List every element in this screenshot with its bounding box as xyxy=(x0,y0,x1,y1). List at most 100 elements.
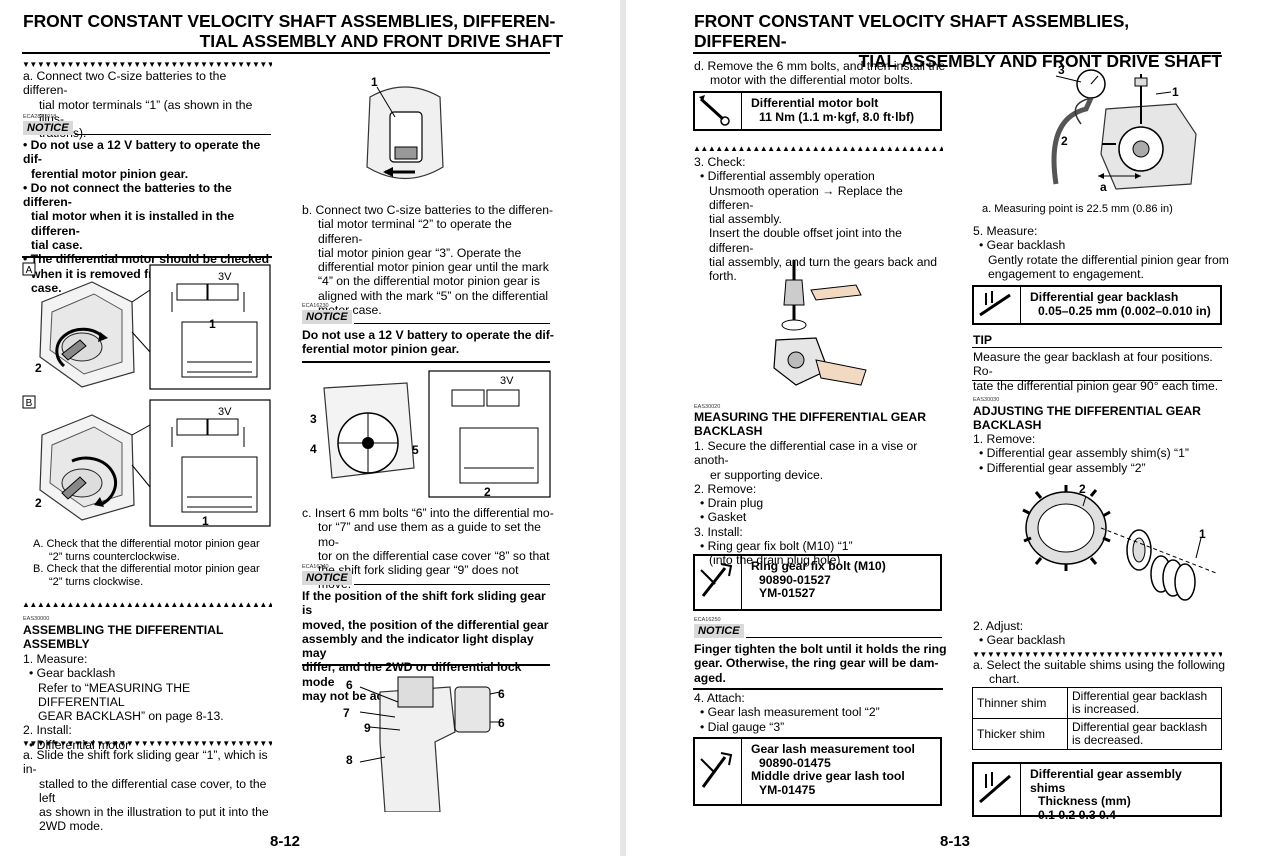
table-row: Thinner shim Differential gear backlash … xyxy=(972,687,1222,719)
spec-text: Differential gear backlash 0.05–0.25 mm … xyxy=(1030,290,1211,318)
callout-3: 3 xyxy=(1058,64,1065,77)
callout-1: 1 xyxy=(209,317,216,331)
ref-code: ECA16240 xyxy=(302,564,329,570)
spec-line: 90890-01475 xyxy=(759,755,831,770)
step-line: c. Insert 6 mm bolts “6” into the differ… xyxy=(302,506,554,520)
motor-diagram-b: B 3V 1 2 xyxy=(22,395,271,528)
step-line: tor “7” and use them as a guide to set t… xyxy=(318,520,541,549)
step-line: 2. Adjust: xyxy=(973,619,1024,633)
caption-b: “2” turns clockwise. xyxy=(49,575,144,588)
callout-4: 4 xyxy=(310,442,317,456)
ref-code: ECA28P1018 xyxy=(23,114,57,120)
notice-header: NOTICE xyxy=(694,624,942,638)
step-line: 1. Measure: xyxy=(23,652,88,666)
step-line: 3. Check: xyxy=(694,155,746,169)
spec-line: 90890-01527 xyxy=(759,572,831,587)
callout-3: 3 xyxy=(310,412,317,426)
step-line: 1. Secure the differential case in a vis… xyxy=(694,439,918,468)
callout-9: 9 xyxy=(364,721,371,735)
callout-2: 2 xyxy=(35,361,42,375)
notice-line: tial motor when it is installed in the d… xyxy=(31,209,235,238)
step-line: chart. xyxy=(989,672,1020,687)
callout-2: 2 xyxy=(1061,134,1068,148)
callout-6: 6 xyxy=(498,687,505,701)
notice-end-rule xyxy=(22,256,272,258)
section-title-adjusting: ADJUSTING THE DIFFERENTIAL GEAR BACKLASH xyxy=(973,404,1233,433)
special-tool-icon xyxy=(695,739,742,804)
check-step: 3. Check: • Differential assembly operat… xyxy=(694,155,949,284)
notice-label: NOTICE xyxy=(23,121,73,135)
step-line: • Ring gear fix bolt (M10) “1” xyxy=(700,539,853,554)
notice-text: Do not use a 12 V battery to operate the… xyxy=(302,328,554,357)
callout-2: 2 xyxy=(35,496,42,510)
notice-line: case. xyxy=(31,280,62,295)
procedure-triangles: ▼▼▼▼▼▼▼▼▼▼▼▼▼▼▼▼▼▼▼▼▼▼▼▼▼▼▼▼▼▼▼▼▼▼▼▼ xyxy=(22,739,272,748)
step-line: 4. Attach: xyxy=(694,691,745,705)
measuring-point-caption: a. Measuring point is 22.5 mm (0.86 in) xyxy=(982,203,1173,215)
step-line: Insert the double offset joint into the … xyxy=(709,226,902,255)
notice-line: Do not use a 12 V battery to operate the… xyxy=(302,328,554,342)
step-d: d. Remove the 6 mm bolts, and then insta… xyxy=(694,59,949,88)
step-line: 5. Measure: xyxy=(973,224,1038,238)
table-cell: Thicker shim xyxy=(972,718,1068,750)
step-line: • Gasket xyxy=(700,510,747,525)
section-title-measuring: MEASURING THE DIFFERENTIAL GEAR BACKLASH xyxy=(694,410,949,439)
procedure-end-triangles: ▲▲▲▲▲▲▲▲▲▲▲▲▲▲▲▲▲▲▲▲▲▲▲▲▲▲▲▲▲▲▲▲▲▲▲▲ xyxy=(693,144,943,153)
select-step: a. Select the suitable shims using the f… xyxy=(973,658,1233,687)
caliper-icon xyxy=(974,287,1021,323)
dial-gauge-diagram: 3 1 2 a xyxy=(1051,63,1197,194)
notice-end-rule xyxy=(693,688,943,690)
figure-motor-install: 6 7 9 8 6 6 xyxy=(340,672,520,813)
torque-wrench-icon xyxy=(695,93,742,129)
measure5-step: 5. Measure: • Gear backlash Gently rotat… xyxy=(973,224,1233,281)
spec-line: 11 Nm (1.1 m·kgf, 8.0 ft·lbf) xyxy=(759,109,915,124)
step-line: • Gear backlash xyxy=(979,238,1066,253)
tip-line: tate the differential pinion gear 90° ea… xyxy=(973,378,1219,393)
section-title-assembling: ASSEMBLING THE DIFFERENTIAL ASSEMBLY xyxy=(23,623,273,652)
heading-line2: TIAL ASSEMBLY AND FRONT DRIVE SHAFT xyxy=(199,31,563,51)
step-line: • Gear backlash xyxy=(29,666,116,681)
adjust-steps: 1. Remove: • Differential gear assembly … xyxy=(973,432,1233,475)
step-line: d. Remove the 6 mm bolts, and then insta… xyxy=(694,59,946,73)
procedure-triangles: ▼▼▼▼▼▼▼▼▼▼▼▼▼▼▼▼▼▼▼▼▼▼▼▼▼▼▼▼▼▼▼▼▼▼▼▼ xyxy=(22,60,272,69)
tip-label: TIP xyxy=(973,333,992,347)
fig-label-a: A xyxy=(26,265,33,276)
notice-line: ferential motor pinion gear. xyxy=(31,166,189,181)
section-title-line: ADJUSTING THE DIFFERENTIAL GEAR xyxy=(973,404,1201,418)
step-line: 3. Install: xyxy=(694,524,743,539)
notice-line: • The differential motor should be check… xyxy=(23,252,270,267)
callout-1: 1 xyxy=(1172,85,1179,99)
step-line: er supporting device. xyxy=(710,467,824,482)
callout-7: 7 xyxy=(343,706,350,720)
spec-box-gear-lash-tool: Gear lash measurement tool 90890-01475 M… xyxy=(693,737,942,806)
step-line: 2. Remove: xyxy=(694,481,757,496)
page-left: FRONT CONSTANT VELOCITY SHAFT ASSEMBLIES… xyxy=(0,0,620,856)
figure-gear-shims: 1 2 xyxy=(1021,478,1226,613)
step-line: • Differential gear assembly “2” xyxy=(979,460,1146,475)
special-tool-icon xyxy=(695,556,742,609)
notice-line: assembly and the indicator light display… xyxy=(302,631,534,661)
heading-rule xyxy=(693,52,1221,54)
section-title-line: MEASURING THE DIFFERENTIAL GEAR xyxy=(694,410,927,424)
step-line: GEAR BACKLASH” on page 8-13. xyxy=(38,709,224,724)
procedure-triangles: ▼▼▼▼▼▼▼▼▼▼▼▼▼▼▼▼▼▼▼▼▼▼▼▼▼▼▼▼▼▼▼▼▼▼▼▼ xyxy=(972,650,1222,659)
spec-line: Thickness (mm) xyxy=(1038,794,1131,808)
step-line: • Gear backlash xyxy=(979,633,1066,648)
spec-text: Ring gear fix bolt (M10) 90890-01527 YM-… xyxy=(751,559,886,601)
spec-box-ring-gear-bolt: Ring gear fix bolt (M10) 90890-01527 YM-… xyxy=(693,554,942,611)
callout-1: 1 xyxy=(202,514,209,528)
spec-box-gear-backlash: Differential gear backlash 0.05–0.25 mm … xyxy=(972,285,1222,325)
notice-label: NOTICE xyxy=(694,624,744,638)
spec-line: 0.05–0.25 mm (0.002–0.010 in) xyxy=(1038,303,1211,318)
spec-text: Differential motor bolt 11 Nm (1.1 m·kgf… xyxy=(751,96,915,124)
spec-line: YM-01527 xyxy=(759,586,816,600)
fig-label-b: B xyxy=(26,398,33,409)
section-title-line: ASSEMBLING THE DIFFERENTIAL xyxy=(23,623,224,637)
step-line: tial assembly. xyxy=(709,212,782,227)
callout-1: 1 xyxy=(1199,527,1206,541)
measuring-steps: 1. Secure the differential case in a vis… xyxy=(694,439,949,568)
motor-diagram-a: A 3V 1 2 xyxy=(22,262,271,390)
callout-6: 6 xyxy=(346,678,353,692)
notice-header: NOTICE xyxy=(302,571,550,585)
caliper-icon xyxy=(974,764,1021,815)
